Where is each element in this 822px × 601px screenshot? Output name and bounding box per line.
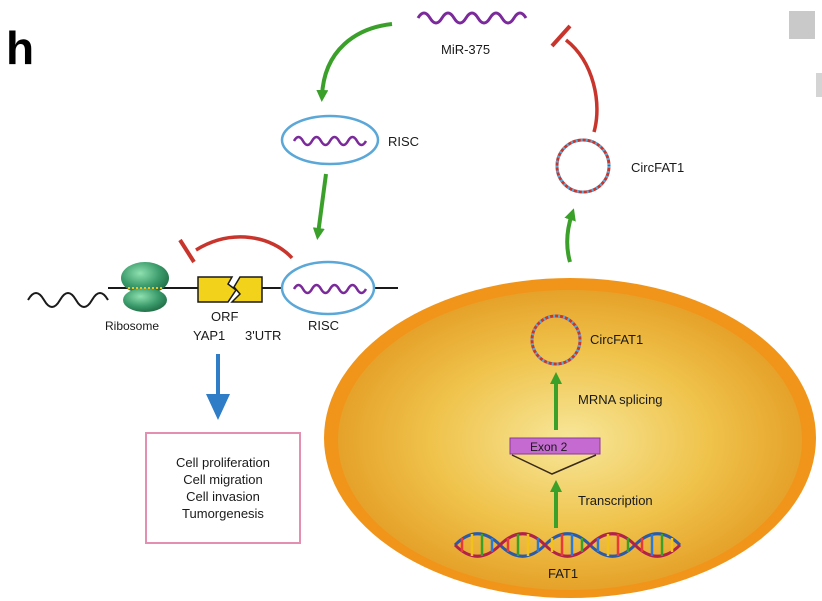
mir375-to-risc-arrow	[316, 22, 393, 102]
outcome-tumorgenesis: Tumorgenesis	[182, 506, 264, 521]
circfat1-outer-label: CircFAT1	[631, 160, 684, 175]
edge-grey-square	[789, 11, 815, 39]
yap1-orf-box	[197, 276, 263, 303]
outcome-cell-proliferation: Cell proliferation	[176, 455, 270, 470]
risc-bottom-label: RISC	[308, 318, 339, 333]
outcome-cell-migration: Cell migration	[183, 472, 263, 487]
risc-complex-top	[280, 114, 380, 166]
ribosome	[121, 262, 169, 312]
mrna-splicing-label: MRNA splicing	[578, 392, 663, 407]
exon2-box	[509, 437, 601, 475]
mir375-label: MiR-375	[441, 42, 490, 57]
fat1-label: FAT1	[548, 566, 578, 581]
cellular-outcomes-box: Cell proliferation Cell migration Cell i…	[145, 432, 301, 544]
risc-loading-arrow	[312, 173, 328, 240]
risc-inhibits-yap1	[178, 235, 294, 264]
circfat1-inhibits-mir375	[550, 24, 599, 133]
fat1-dna-helix	[453, 532, 682, 558]
circfat1-inner-circle	[530, 314, 582, 366]
risc-complex-bottom	[280, 260, 376, 316]
orf-label: ORF	[211, 309, 239, 324]
mir375-strand	[416, 11, 528, 25]
panel-label: h	[6, 22, 34, 74]
transcription-label: Transcription	[578, 493, 653, 508]
yap1-label: YAP1	[193, 328, 225, 343]
edge-grey-bar	[816, 73, 822, 97]
circfat1-outer-circle	[555, 138, 611, 194]
utr-label: 3'UTR	[245, 328, 281, 343]
circfat1-inner-label: CircFAT1	[590, 332, 643, 347]
exon2-label: Exon 2	[530, 440, 568, 454]
export-arrow	[564, 208, 576, 263]
risc-top-label: RISC	[388, 134, 419, 149]
outcome-cell-invasion: Cell invasion	[186, 489, 260, 504]
ribosome-label: Ribosome	[105, 319, 159, 333]
yap1-outcome-arrow	[206, 354, 230, 420]
